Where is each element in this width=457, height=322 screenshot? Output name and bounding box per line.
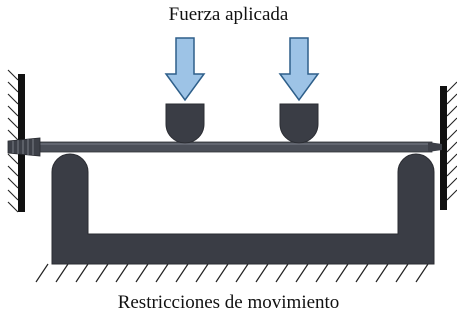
u-support <box>51 153 435 265</box>
specimen-bar <box>7 137 442 157</box>
left-force-arrow-icon <box>164 37 206 102</box>
right-loading-nose <box>279 103 319 144</box>
motion-constraints-label: Restricciones de movimiento <box>117 292 340 313</box>
left-loading-nose <box>165 103 205 144</box>
right-force-arrow-icon <box>278 37 320 102</box>
right-bar-end <box>428 142 442 152</box>
right-wall-icon <box>440 81 457 210</box>
ground-hatch-icon <box>35 263 429 283</box>
applied-force-label: Fuerza aplicada <box>168 4 289 25</box>
left-bar-end <box>7 137 41 157</box>
